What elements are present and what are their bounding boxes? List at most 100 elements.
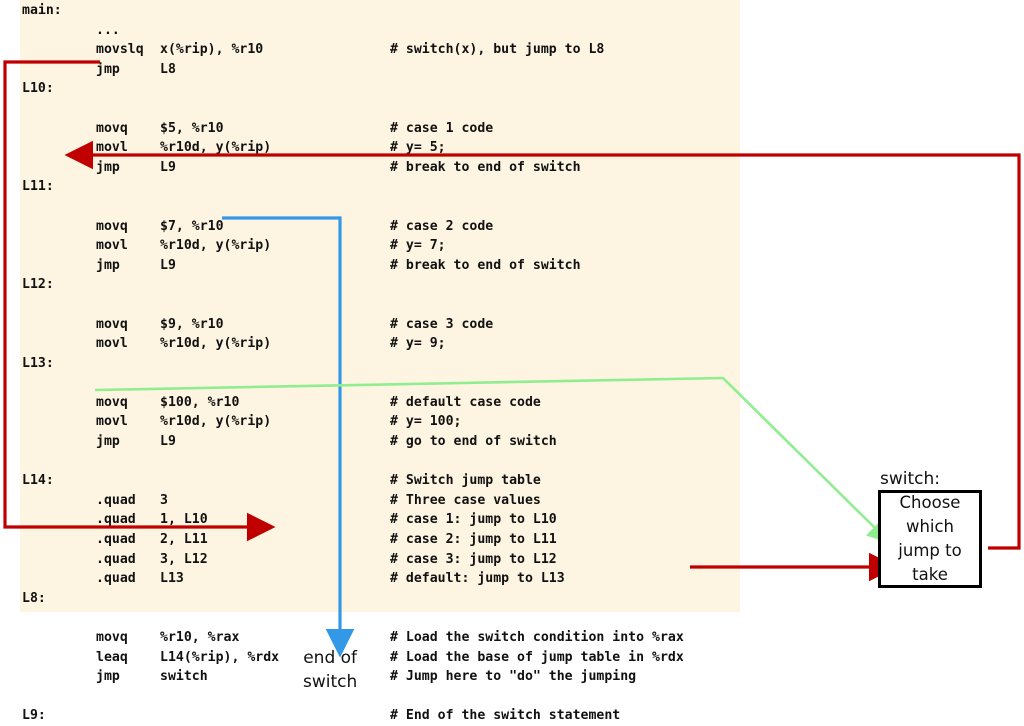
code-line: movq %r10, %rax # Load the switch conditio… (20, 628, 740, 648)
code-mnemonic: jmp (96, 61, 120, 77)
code-comment: # y= 7; (390, 238, 446, 254)
end-of-switch-label: end of switch (303, 648, 358, 692)
code-comment: # case 3: jump to L12 (390, 551, 557, 567)
code-operands: $100, %r10 (160, 394, 240, 410)
code-operands: $7, %r10 (160, 218, 224, 234)
code-line: .quad 3, L12 # case 3: jump to L12 (20, 550, 740, 570)
code-line: L13: (20, 354, 740, 374)
code-line: movl %r10d, y(%rip) # y= 9; (20, 334, 740, 354)
code-line: movl %r10d, y(%rip) # y= 7; (20, 236, 740, 256)
code-line: movl %r10d, y(%rip) # y= 100; (20, 412, 740, 432)
code-operands: 3 (160, 492, 168, 508)
code-mnemonic: jmp (96, 159, 120, 175)
code-comment: # Jump here to "do" the jumping (390, 669, 637, 685)
red-arrow-jmp-to-l8 (3, 60, 276, 542)
code-comment: # case 2: jump to L11 (390, 532, 557, 548)
code-line: jmp L9 # break to end of switch (20, 158, 740, 178)
code-mnemonic: leaq (96, 649, 128, 665)
code-line: movslq x(%rip), %r10 # switch(x), but jump… (20, 40, 740, 60)
code-label: L11: (22, 179, 54, 195)
code-comment: # Three case values (390, 492, 541, 508)
code-operands: 3, L12 (160, 551, 208, 567)
code-mnemonic: .quad (96, 532, 136, 548)
code-label: L8: (22, 590, 46, 606)
code-label: L9: (22, 708, 46, 724)
code-comment: # case 1 code (390, 120, 494, 136)
code-line: movq $9, %r10 # case 3 code (20, 315, 740, 335)
code-mnemonic: .quad (96, 512, 136, 528)
code-line: .quad 3 # Three case values (20, 491, 740, 511)
code-mnemonic: movl (96, 414, 128, 430)
code-operands: L13 (160, 571, 184, 587)
code-line: L14: # Switch jump table (20, 471, 740, 491)
code-mnemonic: .quad (96, 492, 136, 508)
code-operands: L9 (160, 159, 176, 175)
code-comment: # break to end of switch (390, 257, 581, 273)
code-mnemonic: movl (96, 238, 128, 254)
code-label: L14: (22, 473, 54, 489)
code-mnemonic: movq (96, 218, 128, 234)
code-operands: x(%rip), %r10 (160, 42, 264, 58)
code-operands: %r10, %rax (160, 630, 240, 645)
code-mnemonic: movq (96, 630, 128, 645)
code-operands: $9, %r10 (160, 316, 224, 332)
code-mnemonic: movl (96, 140, 128, 156)
code-operands: switch (160, 669, 208, 685)
switch-dispatch-group: switch: Choose which jump to take (878, 468, 982, 588)
code-mnemonic: movq (96, 394, 128, 410)
switch-dispatch-box: Choose which jump to take (878, 490, 982, 588)
code-comment: # Load the base of jump table in %rdx (390, 649, 684, 665)
code-comment: # case 2 code (390, 218, 494, 234)
code-mnemonic: movl (96, 336, 128, 352)
code-label: main: (22, 3, 62, 18)
code-comment: # default: jump to L13 (390, 571, 565, 587)
code-operands: L9 (160, 434, 176, 450)
code-operands: %r10d, y(%rip) (160, 414, 272, 430)
code-comment: # y= 9; (390, 336, 446, 352)
code-comment: # switch(x), but jump to L8 (390, 42, 605, 58)
code-label: L10: (22, 81, 54, 97)
code-mnemonic: movq (96, 120, 128, 136)
code-operands: L14(%rip), %rdx (160, 649, 280, 665)
code-operands: L8 (160, 61, 176, 77)
code-line: movl %r10d, y(%rip) # y= 5; (20, 138, 740, 158)
code-comment: # End of the switch statement (390, 708, 621, 724)
code-label: L13: (22, 355, 54, 371)
code-mnemonic: jmp (96, 434, 120, 450)
code-mnemonic: jmp (96, 669, 120, 685)
code-line: ... (20, 21, 740, 41)
code-operands: %r10d, y(%rip) (160, 238, 272, 254)
code-comment: # Load the switch condition into %rax (390, 630, 684, 645)
code-operands: $5, %r10 (160, 120, 224, 136)
red-arrow-switch-return-to-l11 (64, 140, 1021, 550)
code-line: movq $5, %r10 # case 1 code (20, 119, 740, 139)
code-comment: # Switch jump table (390, 473, 541, 489)
code-comment: # break to end of switch (390, 159, 581, 175)
code-mnemonic: movq (96, 316, 128, 332)
code-mnemonic: .quad (96, 551, 136, 567)
code-operands: 1, L10 (160, 512, 208, 528)
code-line: leaq L14(%rip), %rdx # Load the base of ju… (20, 648, 740, 668)
code-line: .quad 1, L10 # case 1: jump to L10 (20, 510, 740, 530)
code-line: main: (20, 1, 740, 21)
code-comment: # default case code (390, 394, 541, 410)
code-line: jmp L9 # go to end of switch (20, 432, 740, 452)
code-line: movq $100, %r10 # default case code (20, 393, 740, 413)
code-operands: L9 (160, 257, 176, 273)
blue-arrow-break-to-end-of-switch (222, 216, 355, 658)
code-mnemonic: .quad (96, 571, 136, 587)
code-line: L9: # End of the switch statement (20, 706, 740, 726)
code-operands: %r10d, y(%rip) (160, 140, 272, 156)
code-mnemonic: movslq (96, 42, 144, 58)
flow-arrow-overlay (3, 60, 1021, 658)
code-operands: %r10d, y(%rip) (160, 336, 272, 352)
code-comment: # y= 5; (390, 140, 446, 156)
code-operands: 2, L11 (160, 532, 208, 548)
code-comment: # go to end of switch (390, 434, 557, 450)
code-line: movq $7, %r10 # case 2 code (20, 217, 740, 237)
code-comment: # y= 100; (390, 414, 462, 430)
code-comment: # case 3 code (390, 316, 494, 332)
code-comment: # case 1: jump to L10 (390, 512, 557, 528)
green-arrow-jump-table-to-switch (94, 376, 891, 544)
